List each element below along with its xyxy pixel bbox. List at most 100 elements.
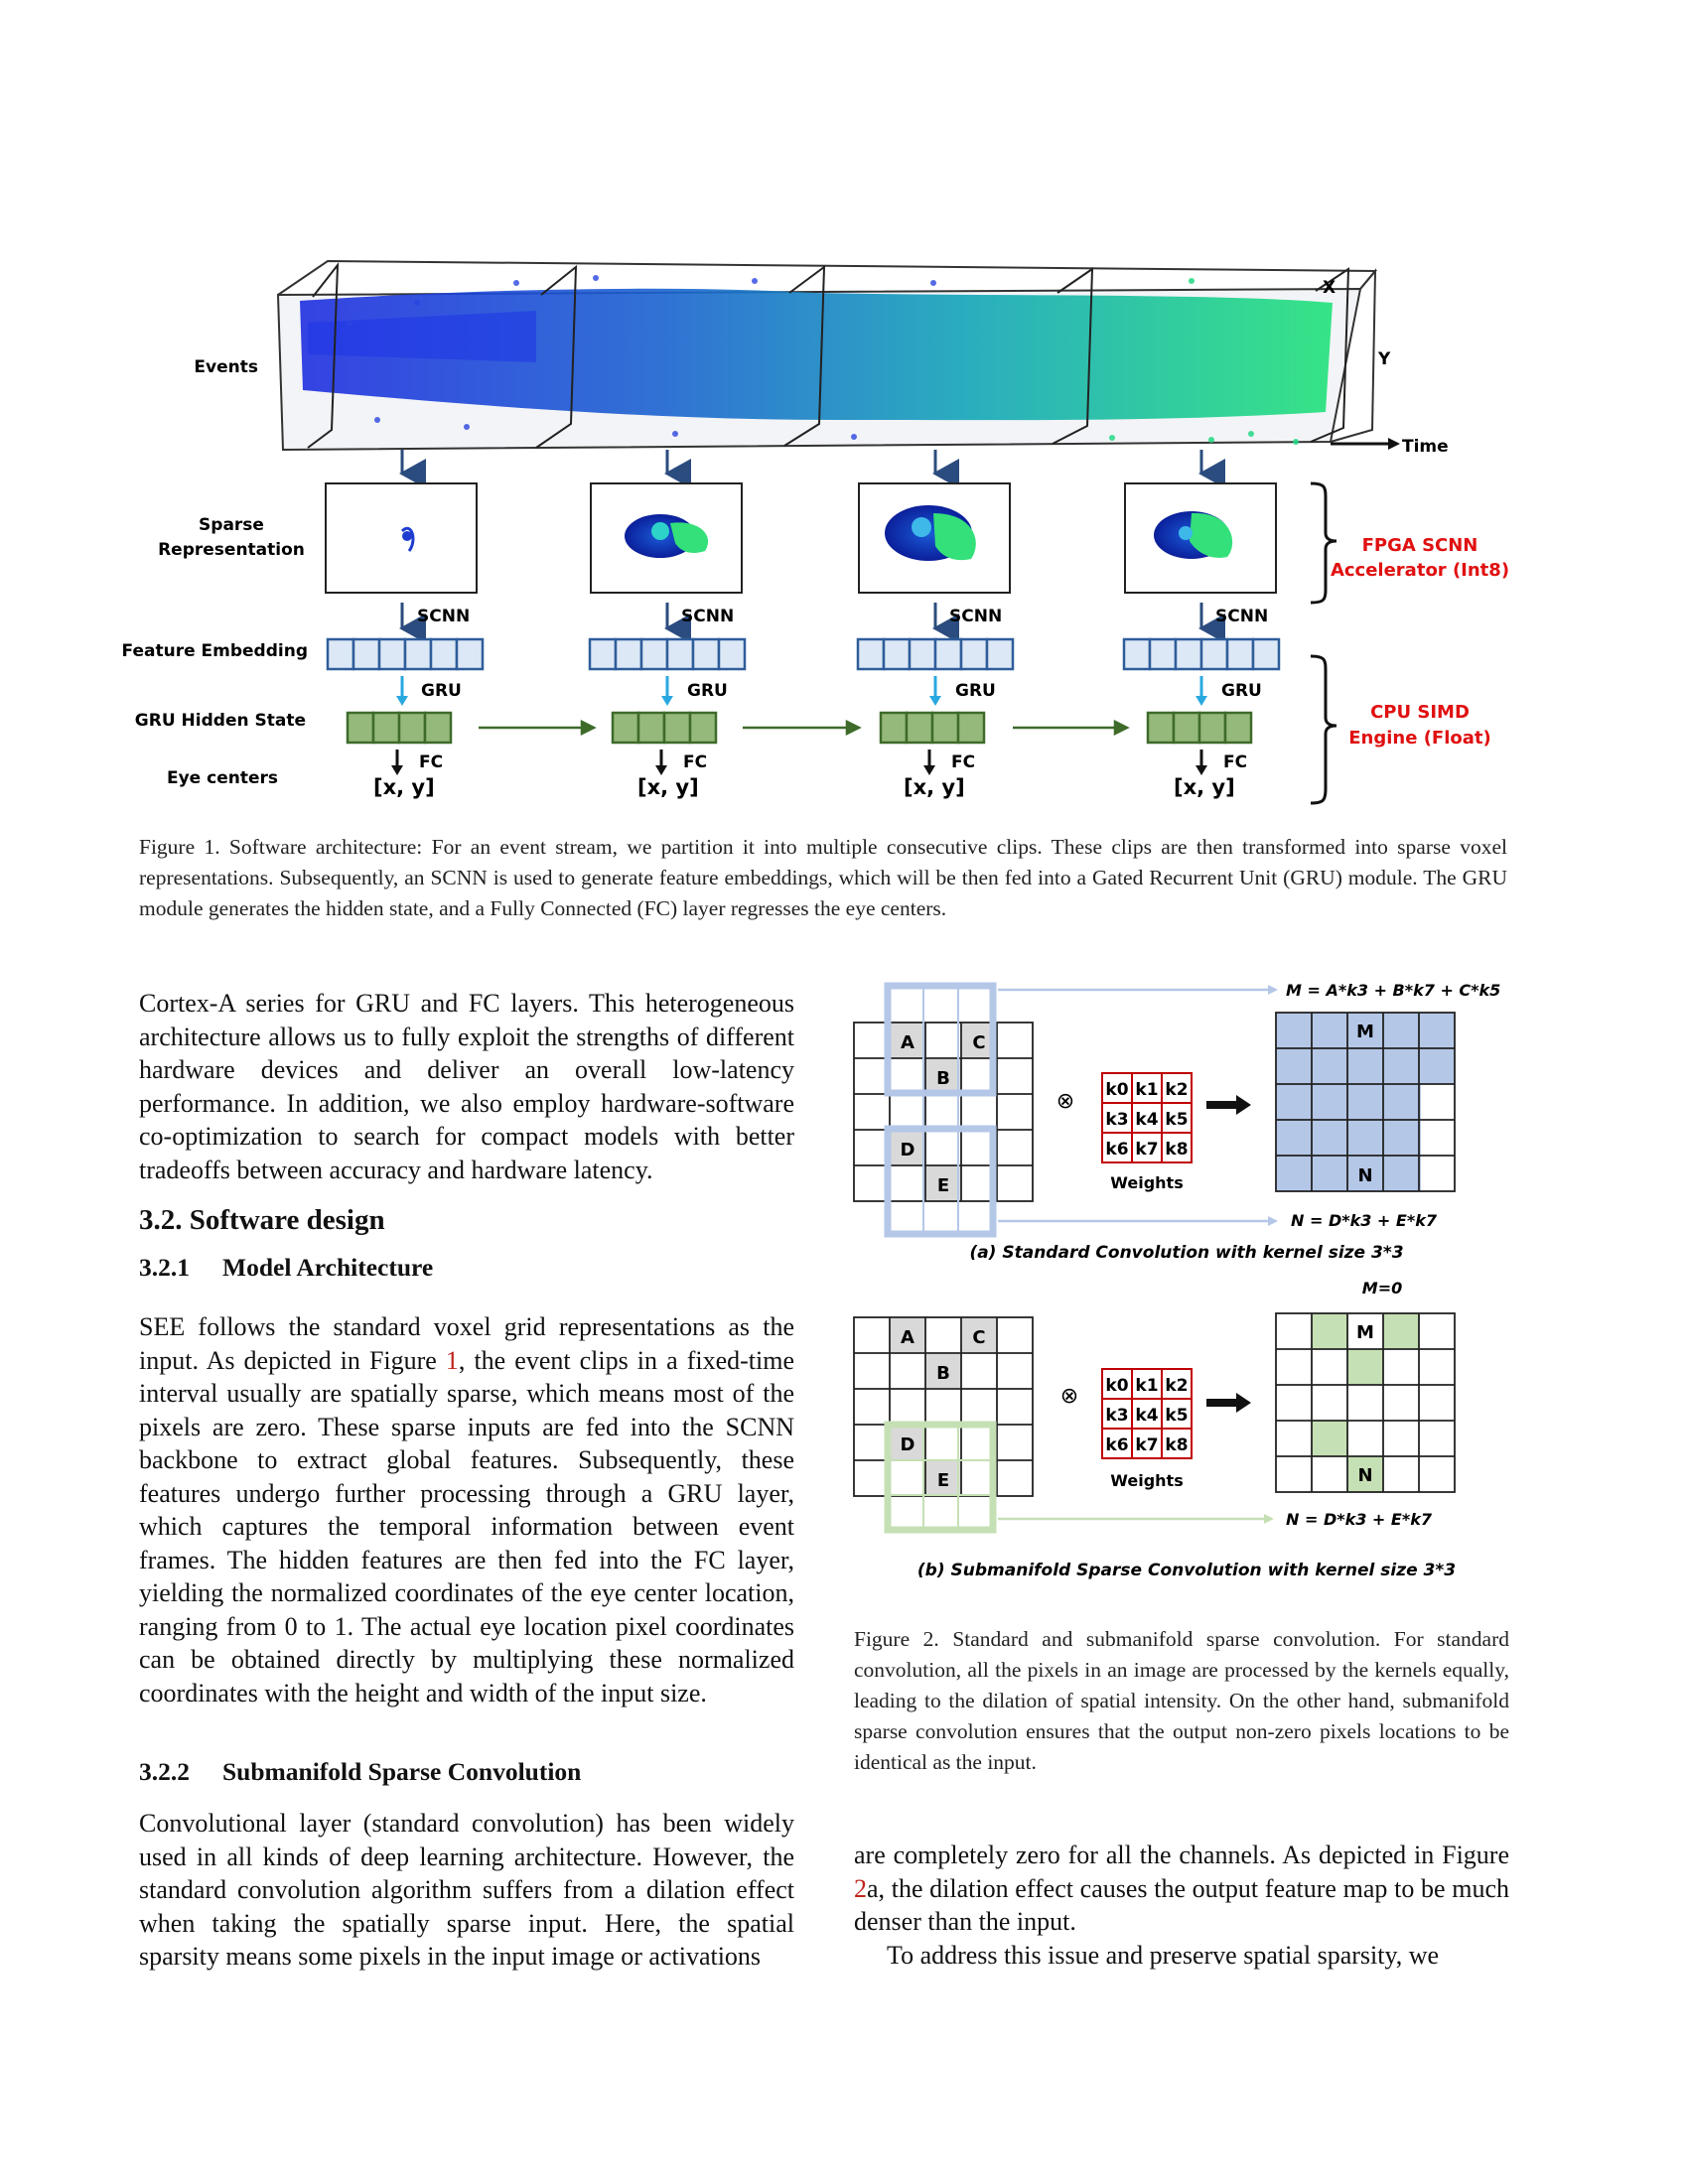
kernel-k8: k8 — [1165, 1435, 1188, 1455]
kernel-window-top — [884, 982, 997, 1097]
kernel-k2: k2 — [1165, 1080, 1188, 1100]
paragraph-text: Cortex-A series for GRU and FC layers. T… — [139, 989, 794, 1184]
paragraph-text: are completely zero for all the channels… — [854, 1841, 1509, 1869]
events-label: Events — [194, 357, 258, 377]
time-axis-label: Time — [1402, 437, 1449, 457]
event-volume: X Y Time — [276, 259, 1449, 457]
cell-e: E — [937, 1175, 949, 1196]
subsection-heading-model-architecture: 3.2.1 Model Architecture — [139, 1253, 433, 1283]
paragraph-text: To address this issue and preserve spati… — [887, 1940, 1440, 1970]
equation-n-b: N = D*k3 + E*k7 — [1286, 1510, 1433, 1529]
gru-state-grid — [611, 711, 718, 745]
fc-label: FC — [419, 752, 443, 772]
cell-c: C — [972, 1032, 985, 1053]
panel-b-title: (b) Submanifold Sparse Convolution with … — [917, 1561, 1456, 1580]
output-grid-b: M N — [1275, 1312, 1456, 1493]
kernel-window-bottom — [884, 1125, 997, 1238]
weights-label: Weights — [1110, 1471, 1183, 1490]
kernel-window-sparse — [884, 1421, 997, 1534]
figure-1-reference-link[interactable]: 1 — [445, 1345, 459, 1375]
feature-embedding-grid — [588, 637, 747, 671]
equation-m: M = A*k3 + B*k7 + C*k5 — [1286, 981, 1500, 1000]
fc-label: FC — [1223, 752, 1247, 772]
figure-1-caption: Figure 1. Software architecture: For an … — [139, 835, 1507, 920]
pipeline-column-4: SCNN GRU FC [x, y] — [1122, 450, 1281, 799]
weights-label: Weights — [1110, 1173, 1183, 1192]
kernel-k3: k3 — [1105, 1406, 1128, 1426]
pipeline-column-2: SCNN GRU FC [x, y] — [588, 450, 747, 799]
gru-label: GRU — [421, 681, 462, 701]
kernel-k0: k0 — [1105, 1080, 1128, 1100]
kernel-k5: k5 — [1165, 1110, 1188, 1130]
eye-center-output: [x, y] — [373, 775, 435, 799]
cell-d: D — [901, 1434, 915, 1455]
cell-a: A — [901, 1327, 914, 1348]
scnn-label: SCNN — [417, 607, 470, 626]
sparse-label-line2: Representation — [158, 540, 305, 560]
figure-2: A C B D E ⊗ k0 k1 k2 k3 k4 k5 k6 — [849, 978, 1524, 1613]
gru-state-grid — [346, 711, 453, 745]
scnn-label: SCNN — [1215, 607, 1268, 626]
kernel-k2: k2 — [1165, 1376, 1188, 1396]
kernel-k7: k7 — [1135, 1435, 1158, 1455]
event-dots — [347, 275, 936, 440]
feature-embedding-grid — [1122, 637, 1281, 671]
eye-center-output: [x, y] — [637, 775, 699, 799]
paragraph-text: SEE follows the standard voxel grid repr… — [139, 1312, 794, 1375]
kernel-k0: k0 — [1105, 1376, 1128, 1396]
figure-2-reference-link[interactable]: 2 — [854, 1873, 867, 1903]
scnn-label: SCNN — [681, 607, 734, 626]
cell-e: E — [937, 1470, 949, 1491]
paragraph-text: , the event clips in a fixed-time interv… — [139, 1345, 794, 1707]
kernel-k1: k1 — [1135, 1080, 1158, 1100]
submanifold-conv-panel: M=0 A C B D E ⊗ — [853, 1279, 1456, 1580]
kernel-k1: k1 — [1135, 1376, 1158, 1396]
output-cell-n: N — [1357, 1465, 1372, 1486]
output-arrow-icon — [1236, 1095, 1251, 1115]
subsection-heading-submanifold: 3.2.2 Submanifold Sparse Convolution — [139, 1757, 581, 1787]
output-arrow-icon — [1236, 1393, 1251, 1413]
figure-1-diagram: X Y Time Events Sparse Representation Fe… — [122, 259, 1509, 805]
kernel-k8: k8 — [1165, 1140, 1188, 1160]
cell-d: D — [901, 1140, 915, 1160]
sparse-frame — [325, 482, 478, 594]
cell-b: B — [936, 1068, 950, 1089]
kernel-matrix-b — [1101, 1368, 1193, 1459]
convolve-operator: ⊗ — [1056, 1089, 1074, 1114]
kernel-k5: k5 — [1165, 1406, 1188, 1426]
cell-a: A — [901, 1032, 914, 1053]
output-cell-n: N — [1357, 1165, 1372, 1186]
gru-recurrent-arrows — [479, 719, 1130, 737]
cell-b: B — [936, 1363, 950, 1384]
eye-centers-label: Eye centers — [167, 768, 278, 788]
standard-conv-panel: A C B D E ⊗ k0 k1 k2 k3 k4 k5 k6 — [853, 981, 1500, 1263]
eye-center-output: [x, y] — [1174, 775, 1235, 799]
subsection-number: 3.2.1 — [139, 1253, 190, 1282]
equation-n-a: N = D*k3 + E*k7 — [1291, 1211, 1438, 1230]
fpga-label-line2: Accelerator (Int8) — [1331, 560, 1509, 581]
cpu-label-line1: CPU SIMD — [1370, 702, 1470, 723]
fc-label: FC — [683, 752, 707, 772]
feature-embedding-grid — [326, 637, 485, 671]
cpu-brace — [1310, 654, 1337, 805]
kernel-k6: k6 — [1105, 1435, 1128, 1455]
subsection-title: Model Architecture — [222, 1253, 434, 1282]
cell-c: C — [972, 1327, 985, 1348]
fpga-label-line1: FPGA SCNN — [1362, 535, 1478, 556]
section-heading-software-design: 3.2. Software design — [139, 1204, 385, 1236]
y-axis-label: Y — [1377, 349, 1391, 369]
scnn-label: SCNN — [949, 607, 1002, 626]
subsection-number: 3.2.2 — [139, 1757, 190, 1786]
kernel-k4: k4 — [1135, 1406, 1158, 1426]
fc-label: FC — [951, 752, 975, 772]
gru-label: GRU — [955, 681, 996, 701]
gru-state-grid — [879, 711, 986, 745]
pipeline-column-1: SCNN GRU FC [x, y] — [325, 450, 485, 799]
figure-1: X Y Time Events Sparse Representation Fe… — [119, 253, 1509, 819]
gru-label: GRU — [1221, 681, 1262, 701]
subsection-title: Submanifold Sparse Convolution — [222, 1757, 582, 1786]
gru-state-grid — [1146, 711, 1253, 745]
convolve-operator: ⊗ — [1060, 1384, 1078, 1409]
kernel-k4: k4 — [1135, 1110, 1158, 1130]
sparse-label-line1: Sparse — [199, 515, 264, 535]
